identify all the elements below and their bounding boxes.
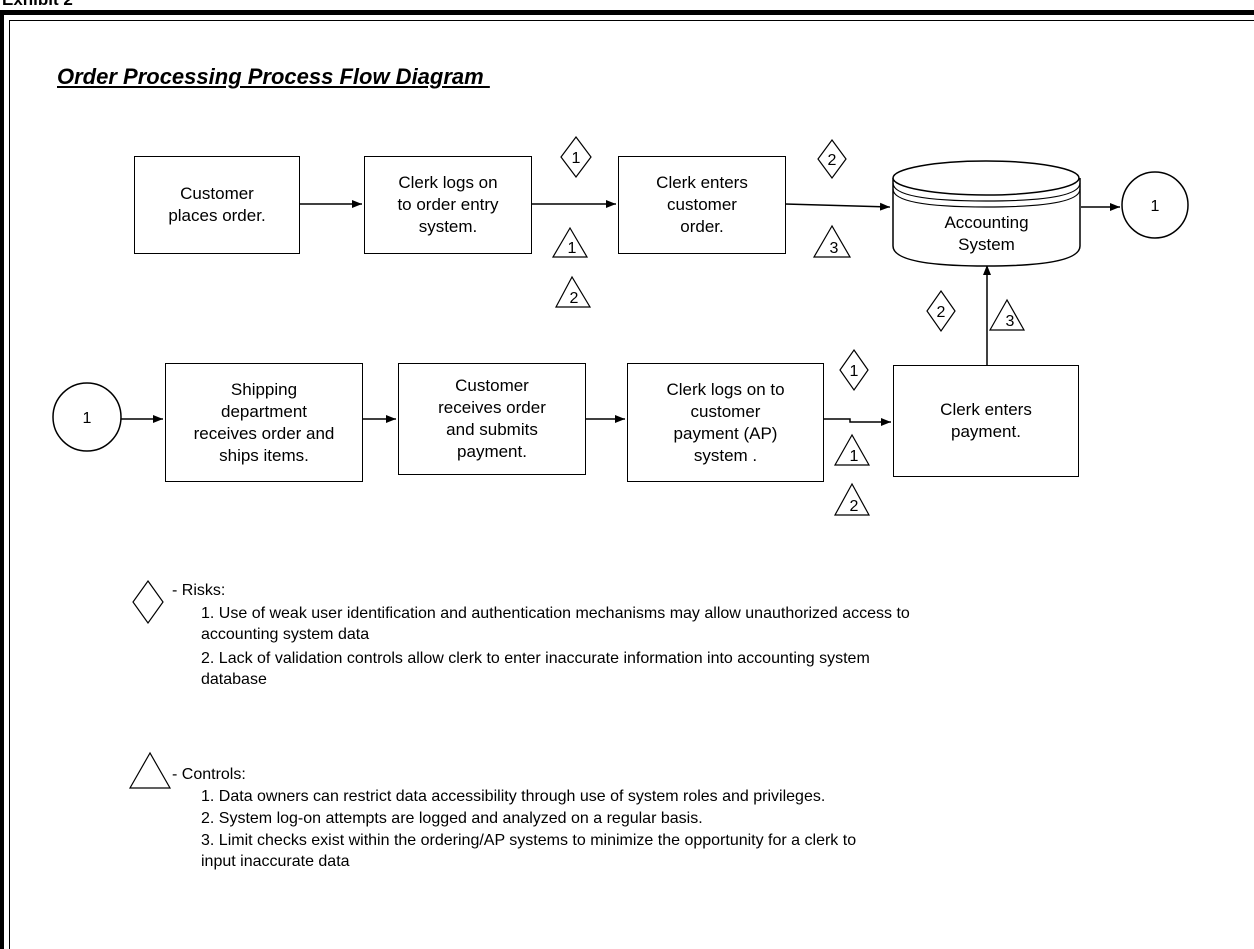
connector-top-end-shape [1121,171,1189,239]
control-item-3: 3. Limit checks exist within the orderin… [201,832,857,870]
connector-bottom-start-label: 1 [83,410,92,427]
control-item-1: 1. Data owners can restrict data accessi… [201,788,826,805]
risk-diamond-b [817,138,847,180]
box-clerk-enters-customer-order: Clerk enters customer order. [618,156,786,254]
control-item-2: 2. System log-on attempts are logged and… [201,810,703,827]
control-triangle-a2 [555,275,592,308]
risk-d-number: 1 [850,363,859,380]
risk-diamond-c [926,289,956,333]
control-triangle-b [812,224,852,258]
arrow-logon-payment-to-enter-payment [823,418,891,426]
control-d1-number: 1 [850,448,859,465]
box-clerk-logs-on-order-entry: Clerk logs on to order entry system. [364,156,532,254]
control-triangle-c [988,298,1026,331]
legend-control-triangle-icon [128,751,172,789]
control-a1-number: 1 [568,240,577,257]
control-b-number: 3 [830,240,839,257]
box-clerk-logs-on-payment: Clerk logs on to customer payment (AP) s… [627,363,824,482]
risk-b-number: 2 [828,152,837,169]
box-accounting-system-label: Accounting System [944,213,1029,254]
box-shipping-department: Shipping department receives order and s… [165,363,363,482]
inner-frame [9,20,1254,949]
control-d2-number: 2 [850,498,859,515]
box-customer-places-order: Customer places order. [134,156,300,254]
diagram-title: Order Processing Process Flow Diagram [57,64,490,89]
control-triangle-d2 [833,482,871,516]
connector-bottom-start-shape [52,382,122,452]
control-triangle-d1 [833,433,871,466]
risk-c-number: 2 [937,304,946,321]
legend-risk-diamond-icon [132,579,164,625]
legend-controls-label: - Controls: [172,766,246,783]
accounting-system-database-shape [892,160,1081,267]
risk-diamond-a [560,136,592,178]
box-customer-receives-order: Customer receives order and submits paym… [398,363,586,475]
risk-item-2: 2. Lack of validation controls allow cle… [201,650,870,688]
risk-a-number: 1 [572,150,581,167]
control-c-number: 3 [1006,313,1015,330]
arrow-enter-order-to-accounting [784,202,891,211]
box-clerk-enters-payment: Clerk enters payment. [893,365,1079,477]
control-a2-number: 2 [570,290,579,307]
connector-top-end-label: 1 [1151,198,1160,215]
risk-item-1: 1. Use of weak user identification and a… [201,605,910,643]
outer-frame [0,10,1254,949]
control-triangle-a1 [551,226,589,258]
exhibit-label: Exhibit 2 [2,0,73,8]
legend-risks-label: - Risks: [172,582,226,599]
risk-diamond-d [839,348,869,392]
